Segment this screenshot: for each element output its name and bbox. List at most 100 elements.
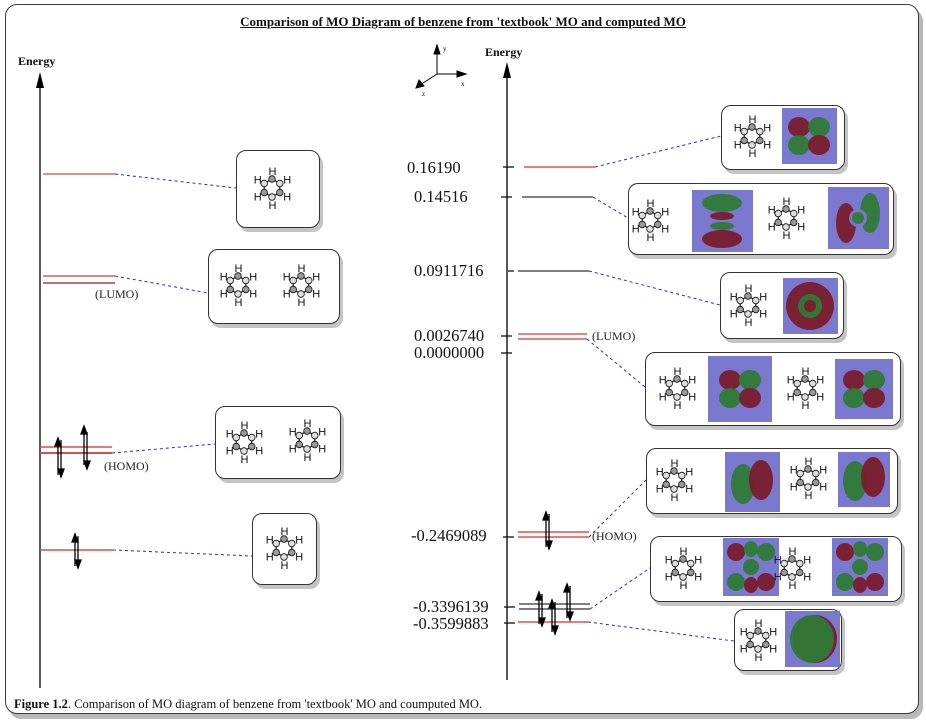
- hydrogen-label: H: [304, 418, 312, 430]
- carbon-atom-icon: [654, 211, 662, 220]
- hydrogen-label: H: [803, 555, 811, 567]
- left-lumo-label: (LUMO): [95, 287, 139, 301]
- hydrogen-label: H: [241, 420, 249, 432]
- hydrogen-label: H: [255, 429, 263, 441]
- carbon-atom-icon: [762, 640, 770, 649]
- hydrogen-label: H: [805, 490, 813, 502]
- carbon-atom-icon: [671, 568, 679, 577]
- hydrogen-label: H: [241, 454, 249, 466]
- carbon-atom-icon: [673, 393, 681, 401]
- right-connectors: [586, 135, 735, 642]
- hydrogen-label: H: [281, 526, 289, 538]
- hydrogen-label: H: [797, 205, 805, 217]
- hydrogen-label: H: [768, 222, 776, 234]
- hydrogen-label: H: [740, 644, 748, 656]
- carbon-atom-icon: [226, 285, 234, 294]
- carbon-atom-icon: [297, 290, 305, 298]
- carbon-atom-icon: [272, 548, 280, 557]
- carbon-atom-icon: [788, 573, 796, 581]
- carbon-atom-icon: [297, 272, 305, 280]
- carbon-atom-icon: [748, 141, 756, 149]
- hydrogen-label: H: [659, 392, 667, 404]
- carbon-atom-icon: [804, 465, 812, 473]
- carbon-atom-icon: [679, 555, 687, 563]
- hydrogen-label: H: [289, 427, 297, 439]
- orbital-lobe-icon: [790, 615, 837, 663]
- axis-z-label: z: [422, 90, 425, 98]
- benzene-structures: HHHHHHHHHHHHHHHHHHHHHHHHHHHHHHHHHHHHHHHH…: [220, 114, 827, 664]
- hydrogen-label: H: [774, 555, 782, 567]
- carbon-atom-icon: [638, 211, 646, 220]
- hydrogen-label: H: [249, 272, 257, 284]
- hydrogen-label: H: [235, 263, 243, 275]
- left-energy-label: Energy: [18, 54, 56, 68]
- carbon-atom-icon: [752, 296, 760, 305]
- left-homo-label: (HOMO): [104, 459, 149, 473]
- orbital-lobes: [702, 117, 885, 663]
- carbon-atom-icon: [646, 225, 654, 233]
- carbon-atom-icon: [809, 379, 817, 388]
- carbon-atom-icon: [754, 645, 762, 653]
- carbon-atom-icon: [756, 136, 764, 145]
- carbon-atom-icon: [687, 568, 695, 577]
- carbon-atom-icon: [662, 471, 670, 480]
- hydrogen-label: H: [226, 429, 234, 441]
- carbon-atom-icon: [248, 442, 256, 451]
- carbon-atom-icon: [782, 223, 790, 231]
- hydrogen-label: H: [298, 263, 306, 275]
- hydrogen-label: H: [787, 392, 795, 404]
- carbon-atom-icon: [240, 429, 248, 437]
- hydrogen-label: H: [816, 375, 824, 387]
- orbital-lobe-icon: [786, 282, 834, 330]
- orbital-lobe-icon: [727, 541, 775, 593]
- hydrogen-label: H: [802, 400, 810, 412]
- hydrogen-label: H: [318, 444, 326, 456]
- hydrogen-label: H: [647, 198, 655, 210]
- carbon-atom-icon: [311, 440, 319, 449]
- energy-tick-label: 0.14516: [414, 187, 468, 206]
- carbon-atom-icon: [272, 539, 280, 548]
- hydrogen-label: H: [659, 375, 667, 387]
- hydrogen-label: H: [283, 192, 291, 204]
- right-lumo-label: (LUMO): [592, 329, 636, 343]
- caption-text: . Comparison of MO diagram of benzene fr…: [67, 697, 483, 711]
- hydrogen-label: H: [255, 446, 263, 458]
- hydrogen-label: H: [318, 427, 326, 439]
- hydrogen-label: H: [745, 317, 753, 329]
- hydrogen-label: H: [803, 572, 811, 584]
- carbon-atom-icon: [780, 568, 788, 577]
- right-axis-ticks: [501, 166, 515, 624]
- hydrogen-label: H: [674, 366, 682, 378]
- carbon-atom-icon: [740, 127, 748, 136]
- carbon-atom-icon: [303, 445, 311, 453]
- hydrogen-label: H: [632, 207, 640, 219]
- carbon-atom-icon: [280, 553, 288, 561]
- energy-tick-label: 0.16190: [407, 158, 461, 177]
- carbon-atom-icon: [232, 442, 240, 451]
- hydrogen-label: H: [774, 572, 782, 584]
- hydrogen-label: H: [254, 175, 262, 187]
- carbon-atom-icon: [295, 440, 303, 449]
- carbon-atom-icon: [679, 573, 687, 581]
- carbon-atom-icon: [788, 555, 796, 563]
- carbon-atom-icon: [748, 123, 756, 131]
- hydrogen-label: H: [819, 465, 827, 477]
- carbon-atom-icon: [756, 127, 764, 136]
- hydrogen-label: H: [819, 482, 827, 494]
- carbon-atom-icon: [240, 447, 248, 455]
- hydrogen-label: H: [661, 207, 669, 219]
- carbon-atom-icon: [305, 276, 313, 285]
- figure-caption: Figure 1.2. Comparison of MO diagram of …: [14, 697, 482, 712]
